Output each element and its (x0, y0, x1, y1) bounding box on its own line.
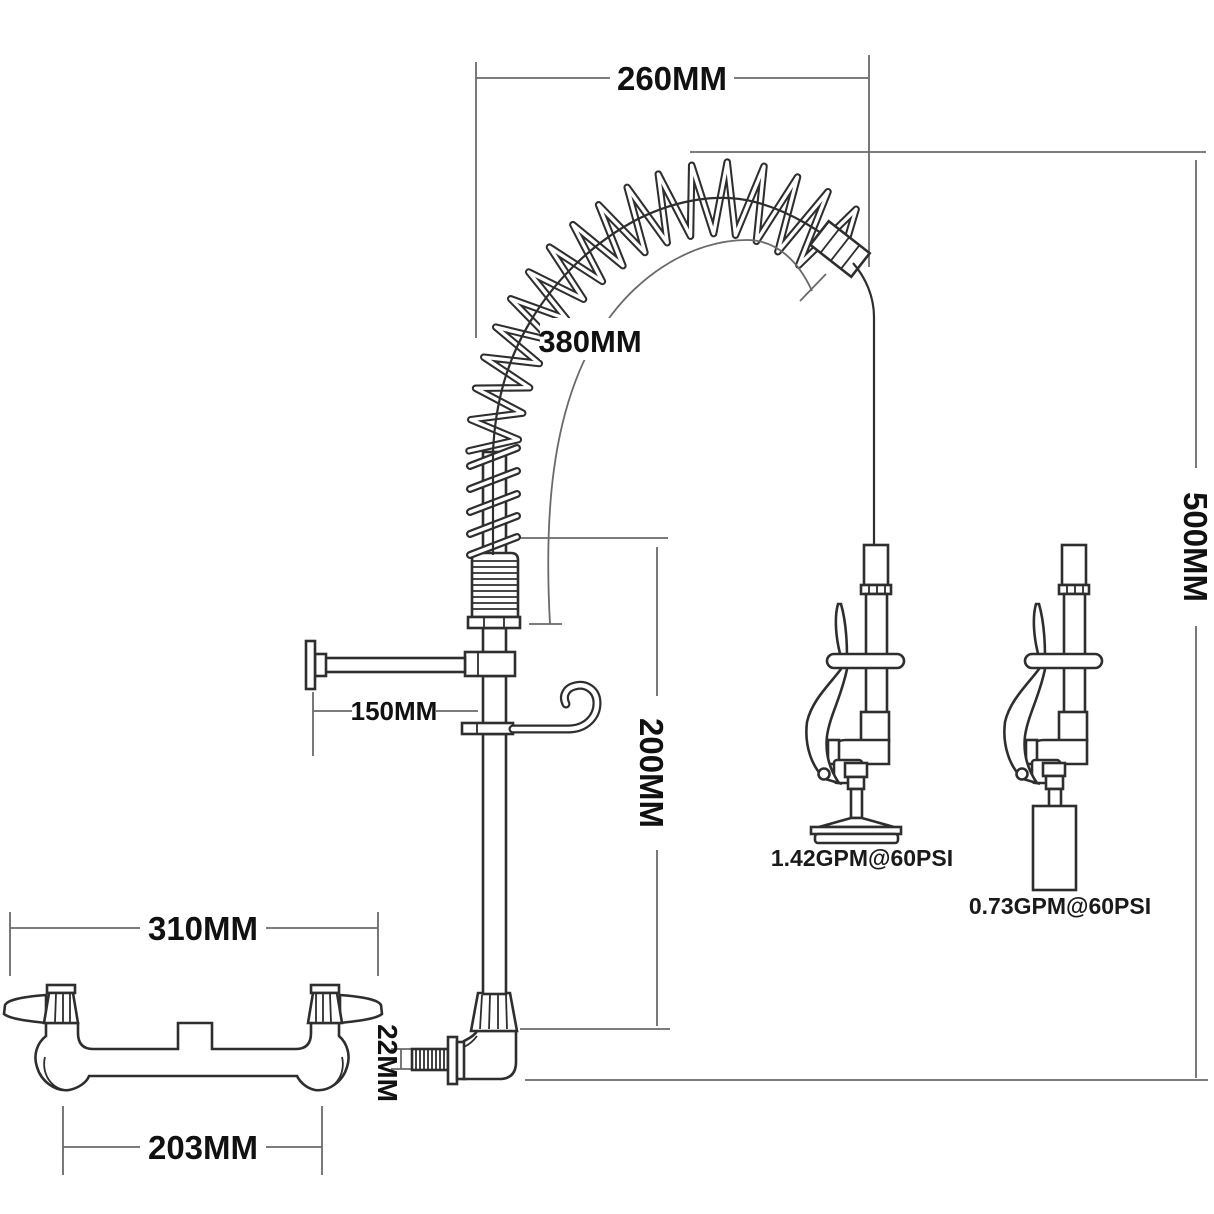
dim-200mm-label: 200MM (633, 718, 670, 828)
flow-rate-spray-label: 1.42GPM@60PSI (771, 845, 953, 871)
dimension-labels: 260MM 380MM 500MM 200MM 150MM 310MM 203M… (140, 60, 1214, 1166)
spray-flare (818, 816, 895, 829)
valve-band (1057, 583, 1091, 596)
dim-380mm-label: 380MM (538, 324, 641, 359)
elbow-flange-outer (446, 1035, 459, 1086)
valve-grip (1060, 543, 1088, 587)
flow-rate-nozzle-label: 0.73GPM@60PSI (969, 893, 1151, 919)
hose-length-arc-dimension (529, 239, 827, 625)
hose-spring-zigzag (467, 160, 858, 453)
coiled-hose (465, 158, 860, 559)
hose-end-connector (808, 219, 872, 279)
spout-tee (463, 650, 517, 678)
spray-valve-flat-face (805, 543, 906, 845)
dim-22mm-label: 22MM (372, 1024, 403, 1102)
guard-flange (466, 615, 522, 630)
right-handle-bonnet (306, 991, 344, 1025)
hanger-ring (1023, 652, 1104, 670)
spray-face-base (813, 832, 900, 845)
supply-elbow (462, 1029, 518, 1081)
dim-500mm-label: 500MM (1177, 492, 1214, 602)
cylindrical-nozzle (1031, 804, 1078, 892)
hose-centerline-group (491, 196, 876, 555)
spray-stem (849, 787, 864, 820)
knurled-nut (469, 991, 519, 1033)
threaded-nipple (410, 1047, 450, 1072)
riser-pipe-lower (481, 732, 508, 996)
left-handle (2, 983, 80, 1025)
add-on-spout (304, 639, 467, 691)
dim-150mm-label: 150MM (351, 696, 438, 726)
right-handle (306, 983, 384, 1025)
valve-elbow (1057, 710, 1089, 743)
valve-band (859, 583, 893, 596)
spray-valve-cylindrical (1003, 543, 1104, 892)
nozzle-stem (1047, 787, 1063, 809)
lever-pivot (1015, 767, 1029, 781)
left-handle-bonnet (42, 991, 80, 1025)
riser-pipe-upper (481, 626, 508, 656)
dim-203mm-label: 203MM (148, 1129, 258, 1166)
spout-wall-flange (304, 639, 317, 691)
right-handle-blade (338, 993, 384, 1025)
spring-guard (466, 551, 522, 630)
spout-pipe (323, 656, 467, 674)
valve-grip (862, 543, 890, 587)
hose-centerline (491, 196, 845, 555)
hose-drop-line (852, 262, 876, 545)
right-port-dome-arc (320, 1056, 344, 1091)
dim-260mm-label: 260MM (617, 60, 727, 97)
riser-assembly (304, 450, 602, 1086)
riser-pipe-mid (481, 674, 508, 726)
dim-310mm-label: 310MM (148, 910, 258, 947)
left-handle-blade (2, 993, 48, 1025)
left-port-dome-arc (43, 1056, 67, 1091)
faucet-body-silhouette (34, 1021, 350, 1092)
wall-bracket-hook (460, 680, 602, 736)
lever-pivot (817, 767, 831, 781)
hanger-ring (825, 652, 906, 670)
wall-mount-faucet-body (2, 983, 384, 1092)
spout-flange-cap (313, 652, 328, 678)
valve-elbow (859, 710, 891, 743)
